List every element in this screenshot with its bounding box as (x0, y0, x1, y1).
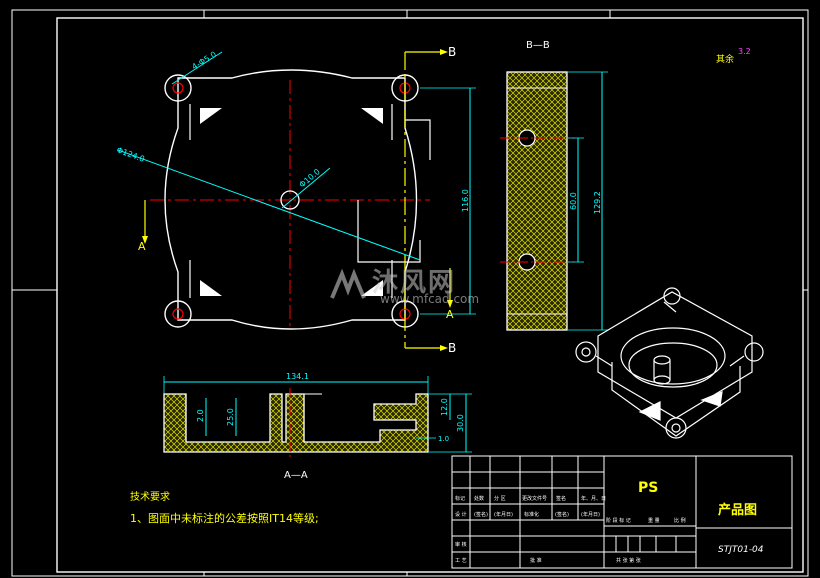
dim-1: 1.0 (438, 435, 449, 443)
dim-12: 12.0 (440, 398, 449, 416)
surface-finish-value: 3.2 (738, 47, 751, 56)
tb-r1-c1: 标记 (455, 495, 465, 502)
title-block (451, 455, 793, 569)
drawing-name: 产品图 (718, 502, 757, 518)
tb-stage-3: 比 例 (674, 517, 686, 524)
cut-marker-b-top: B (448, 45, 456, 59)
hole-top-left (172, 82, 184, 94)
surface-finish-label: 其余 (716, 53, 734, 65)
hole-bottom-left (172, 308, 184, 320)
cut-marker-a-left: A (138, 240, 146, 253)
tb-process: 工 艺 (455, 558, 467, 564)
notes-line1: 1、图面中未标注的公差按照IT14等级; (130, 511, 319, 525)
lug-top-left (164, 74, 192, 102)
lug-bottom-left (164, 300, 192, 328)
dim-height-60: 60.0 (569, 192, 578, 210)
tb-r1-c2: 处数 (474, 495, 484, 502)
section-aa (163, 376, 472, 460)
watermark-logo-icon (330, 268, 366, 299)
section-aa-profile (163, 393, 429, 453)
rib-br (361, 280, 383, 296)
tb-r1-c6: 年、月、日 (581, 495, 606, 502)
cut-marker-a-right: A (446, 308, 454, 321)
dim-30: 30.0 (456, 414, 465, 432)
tb-r1-c5: 签名 (556, 495, 566, 502)
dim-25: 25.0 (226, 408, 235, 426)
front-view (117, 49, 476, 351)
notes-title: 技术要求 (130, 490, 170, 503)
dim-width-134: 134.1 (286, 372, 309, 381)
watermark-url: www.mfcad.com (380, 292, 480, 306)
tb-stage-1: 阶 段 标 记 (606, 517, 631, 524)
section-aa-label: A—A (284, 470, 308, 481)
tb-r2-c3: (年月日) (494, 511, 513, 518)
section-bb-body (506, 71, 568, 331)
tb-r1-c4: 更改文件号 (522, 495, 547, 502)
tb-stage-2: 重 量 (648, 517, 660, 524)
material-label: PS (638, 480, 658, 496)
tb-sheet: 共 张 第 张 (616, 557, 641, 564)
rib-tl (200, 108, 222, 124)
section-bb-label: B—B (526, 40, 550, 51)
cut-marker-b-bottom: B (448, 341, 456, 355)
dim-2: 2.0 (196, 409, 205, 422)
section-bb (500, 71, 608, 331)
tb-r2-c2: (签名) (474, 511, 488, 518)
tb-r2-c6: (年月日) (581, 511, 600, 518)
tb-r2-c4: 标准化 (524, 511, 539, 518)
inner-frame (56, 17, 804, 573)
dim-center-leader (281, 167, 331, 209)
isometric-view (575, 287, 764, 439)
dim-height-129: 129.2 (593, 191, 602, 214)
rib-tr (361, 108, 383, 124)
dim-height-116: 116.0 (461, 189, 470, 212)
center-hole (280, 190, 300, 210)
dim-circle-leader (117, 149, 421, 261)
watermark-title: 沐风网 (372, 268, 457, 298)
dim-holes-leader (171, 51, 223, 85)
tb-r2-c1: 设 计 (455, 511, 467, 518)
tb-r2-c5: (签名) (555, 511, 569, 518)
dim-circle: Φ124.0 (115, 145, 146, 163)
outer-frame (11, 9, 809, 577)
tb-approve: 批 准 (530, 557, 542, 564)
watermark: 沐风网 www.mfcad.com (328, 262, 496, 310)
rib-bl (200, 280, 222, 296)
dim-holes: 4-Φ5.0 (190, 50, 218, 72)
tb-r1-c3: 分 区 (494, 495, 506, 502)
tb-review: 审 核 (455, 541, 467, 548)
drawing-number: STJT01-04 (718, 545, 764, 555)
zone-ticks (12, 10, 808, 576)
